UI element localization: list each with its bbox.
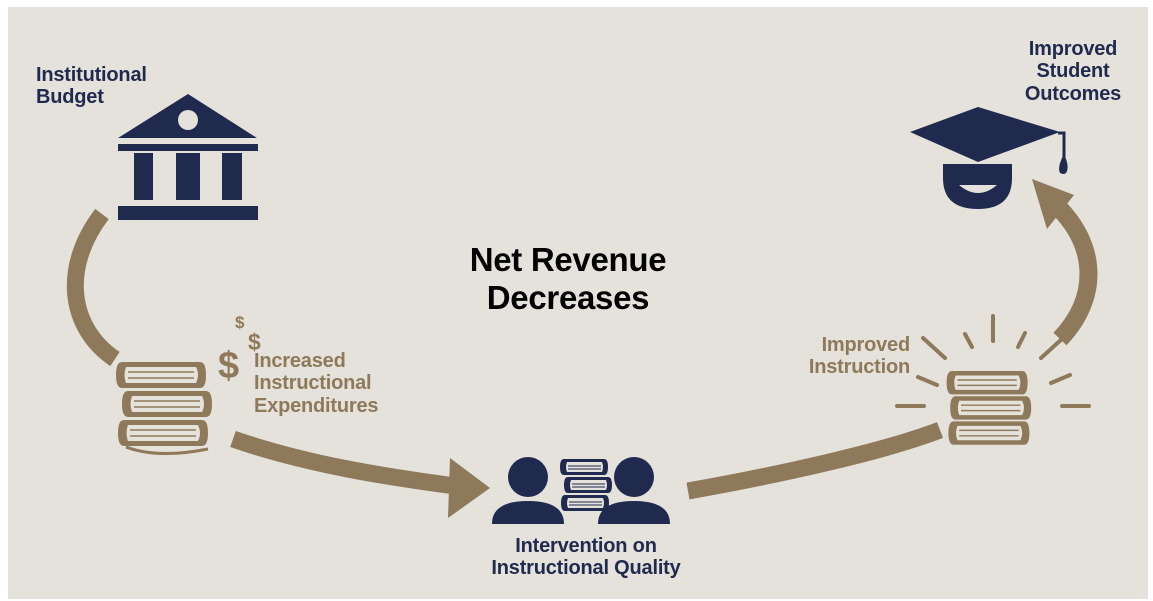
graduate-icon	[910, 107, 1068, 209]
arc-intervention-to-instruction	[686, 422, 944, 500]
expenditures-label-line-2: Instructional	[254, 372, 372, 395]
svg-text:$: $	[218, 345, 239, 387]
svg-text:$: $	[235, 313, 245, 332]
budget-label-line-1: Institutional	[36, 64, 147, 86]
intervention-label-line-1: Intervention on	[515, 535, 657, 557]
arc-instruction-to-outcomes-shaft	[1053, 202, 1098, 346]
label-intervention-on-instructional-quality: Intervention on Instructional Quality	[466, 535, 706, 580]
instruction-label-line-1: Improved	[821, 334, 911, 356]
label-improved-instruction: Improved Instruction	[790, 334, 910, 379]
expenditures-label-line-3: Expenditures	[254, 394, 379, 417]
svg-text:$: $	[248, 329, 261, 355]
label-improved-student-outcomes: Improved Student Outcomes	[1008, 38, 1138, 105]
diagram-canvas: $ $ $	[8, 7, 1148, 599]
title-line-1: Net Revenue	[469, 241, 667, 278]
diagram-artwork: $ $ $	[66, 94, 1098, 524]
diagram-title: Net Revenue Decreases	[428, 241, 708, 316]
instruction-label-line-2: Instruction	[808, 356, 910, 379]
books-with-money-icon: $ $ $	[115, 313, 261, 455]
outcomes-label-line-1: Improved	[1028, 38, 1118, 60]
outcomes-label-line-3: Outcomes	[1024, 82, 1122, 105]
arc-budget-to-expenditures	[66, 208, 120, 367]
label-increased-instructional-expenditures: Increased Instructional Expenditures	[254, 350, 394, 417]
title-line-2: Decreases	[486, 278, 650, 316]
intervention-label-line-2: Instructional Quality	[491, 557, 681, 580]
arrowhead-to-outcomes	[1032, 179, 1074, 229]
bank-icon	[118, 94, 258, 220]
budget-label-line-2: Budget	[36, 86, 104, 109]
flow-arrows	[66, 179, 1098, 518]
label-institutional-budget: Institutional Budget	[36, 64, 188, 109]
arrow-expenditures-to-intervention-shaft	[230, 430, 457, 495]
arrowhead-to-intervention	[448, 458, 490, 518]
outcomes-label-line-2: Student	[1036, 60, 1110, 83]
expenditures-label-line-1: Increased	[254, 350, 346, 372]
people-with-books-icon	[492, 457, 670, 524]
glowing-books-icon	[895, 314, 1091, 446]
